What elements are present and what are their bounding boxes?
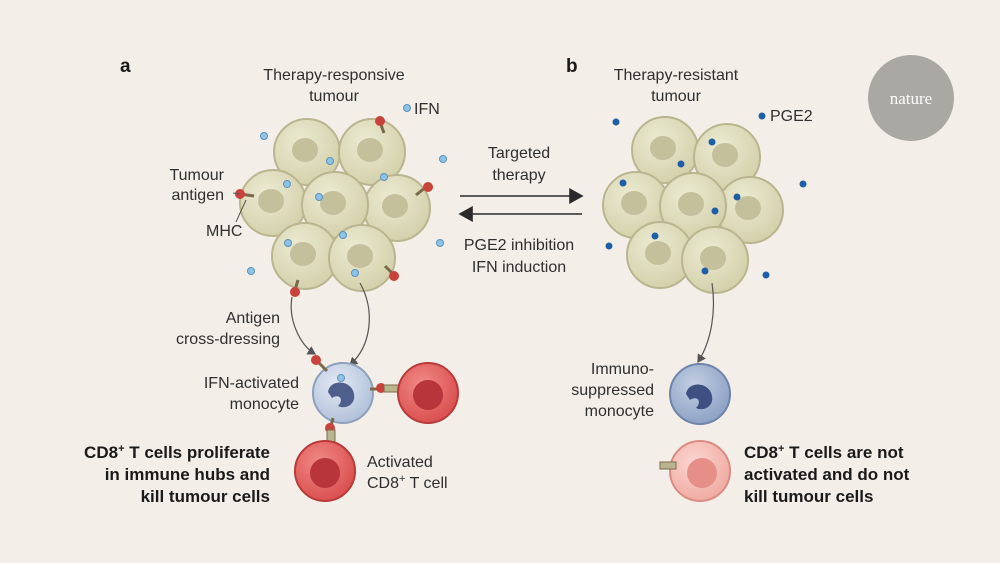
mhc-antigen-icon xyxy=(290,279,300,297)
cross-dressing-label-line2: cross-dressing xyxy=(176,331,280,348)
resistant-title-line2: tumour xyxy=(651,88,701,105)
tumour-antigen-label-line2: antigen xyxy=(172,187,225,204)
cross-dressing-arrow xyxy=(290,296,317,355)
immunosuppressed-monocyte xyxy=(669,363,731,425)
reverse-arrow-label-line2: IFN induction xyxy=(472,259,566,276)
responsive-title-line1: Therapy-responsive xyxy=(263,67,405,84)
nature-logo: nature xyxy=(868,55,954,141)
suppressed-monocyte-label-line3: monocyte xyxy=(585,403,654,420)
tumour-antigen-label-line1: Tumour xyxy=(169,167,224,184)
ifn-monocyte-label-line2: monocyte xyxy=(230,396,299,413)
responsive-outcome-line1: CD8+ T cells proliferate xyxy=(84,443,270,462)
pge2-dots xyxy=(605,112,807,279)
mhc-leader-line xyxy=(235,199,247,223)
ifn-dots xyxy=(247,104,447,277)
mhc-antigen-icon xyxy=(415,182,433,197)
ifn-activation-arrow xyxy=(349,282,370,366)
activated-t-cell xyxy=(294,440,356,502)
ifn-activated-monocyte xyxy=(312,362,374,424)
inactive-t-cell xyxy=(669,440,731,502)
resistant-tumour-cluster xyxy=(602,116,784,294)
tumour-cell xyxy=(328,224,396,292)
logo-text: nature xyxy=(890,89,932,108)
tcr-connector xyxy=(659,461,677,470)
mhc-antigen-markers xyxy=(235,116,433,297)
resistant-outcome-line1: CD8+ T cells are not xyxy=(744,443,904,462)
activated-tcell-label-line1: Activated xyxy=(367,454,433,471)
tumour-cell xyxy=(338,118,406,186)
mhc-antigen-icon xyxy=(311,355,329,373)
panel-letter-a: a xyxy=(120,56,131,77)
resistant-outcome-line2: activated and do not xyxy=(744,465,910,484)
mhc-antigen-icon xyxy=(375,116,386,134)
mhc-label: MHC xyxy=(206,223,242,240)
tumour-cell xyxy=(602,171,670,239)
tumour-cell xyxy=(659,172,727,240)
suppressed-monocyte-label-line1: Immuno- xyxy=(591,361,654,378)
suppressed-monocyte-label-line2: suppressed xyxy=(571,382,654,399)
activated-tcell-label-line2: CD8+ T cell xyxy=(367,473,448,492)
ifn-label: IFN xyxy=(414,101,440,118)
tumour-cell xyxy=(681,226,749,294)
ifn-monocyte-label-line1: IFN-activated xyxy=(204,375,299,392)
tumour-cell xyxy=(626,221,694,289)
responsive-outcome-line3: kill tumour cells xyxy=(141,487,270,506)
reverse-arrow-label-line1: PGE2 inhibition xyxy=(464,237,574,254)
activated-t-cell xyxy=(397,362,459,424)
panel-letter-b: b xyxy=(566,56,578,77)
cross-dressing-label-line1: Antigen xyxy=(226,310,280,327)
forward-arrow-label-line1: Targeted xyxy=(488,145,550,162)
pge2-label: PGE2 xyxy=(770,108,813,125)
responsive-outcome-line2: in immune hubs and xyxy=(105,465,270,484)
responsive-title-line2: tumour xyxy=(309,88,359,105)
antigen-leader-line xyxy=(232,192,241,195)
resistant-outcome-line3: kill tumour cells xyxy=(744,487,873,506)
forward-arrow-label-line2: therapy xyxy=(492,167,545,184)
tumour-cell xyxy=(363,174,431,242)
suppression-arrow xyxy=(697,282,715,364)
responsive-tumour-cluster xyxy=(239,118,431,292)
resistant-title-line1: Therapy-resistant xyxy=(614,67,739,84)
mhc-antigen-icon xyxy=(383,264,399,281)
